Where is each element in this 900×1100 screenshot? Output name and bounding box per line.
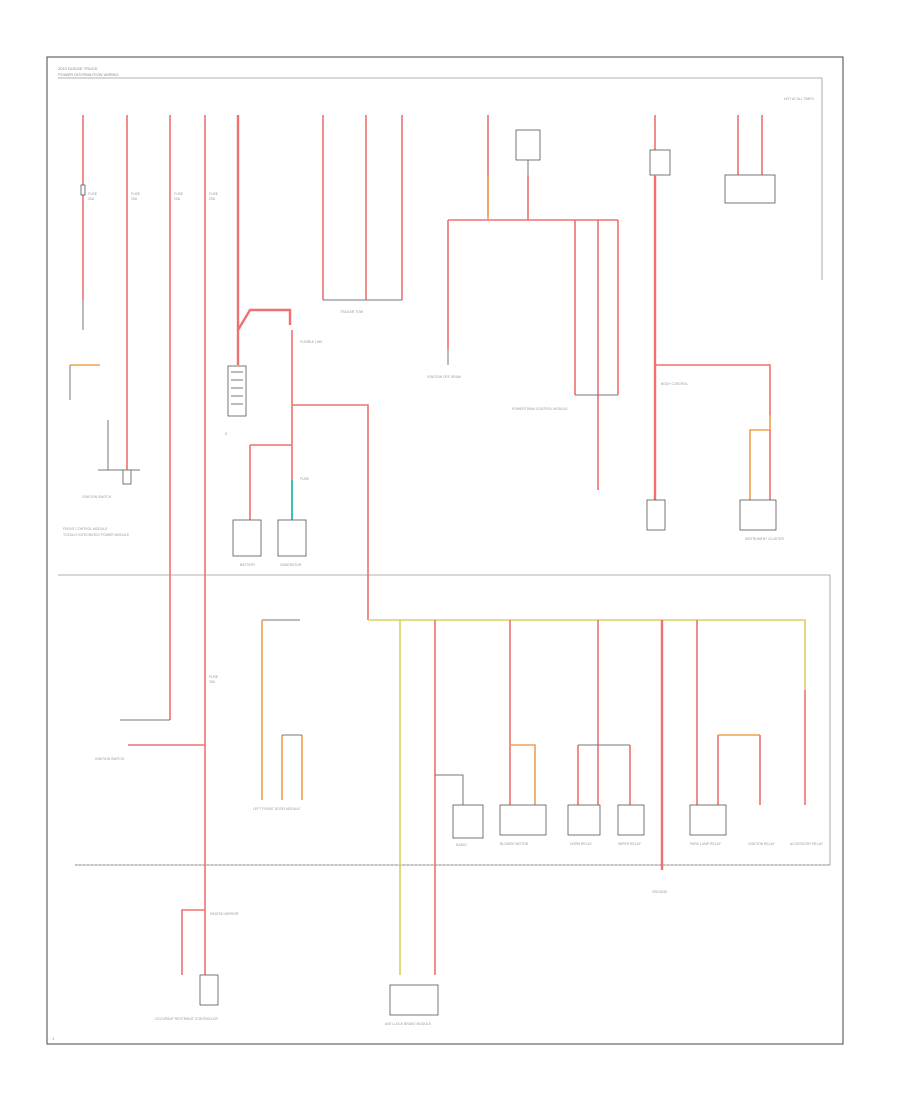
main-bus bbox=[368, 619, 806, 690]
svg-text:ANTI-LOCK BRAKE MODULE: ANTI-LOCK BRAKE MODULE bbox=[385, 1022, 432, 1026]
hot-label: HOT AT ALL TIMES bbox=[784, 97, 815, 101]
diagram-frame bbox=[46, 56, 844, 1045]
wire-col-5-starter-feed bbox=[227, 115, 292, 417]
right-relay-group: PARK LAMP RELAY IGNITION RELAY ACCESSORY… bbox=[689, 620, 824, 846]
svg-text:RADIO: RADIO bbox=[456, 843, 467, 847]
svg-text:TRAILER TOW: TRAILER TOW bbox=[340, 310, 364, 314]
diagram-code: 1 bbox=[52, 1036, 55, 1041]
svg-text:HORN RELAY: HORN RELAY bbox=[570, 842, 593, 846]
occupant-restraint-group: OCCUPANT RESTRAINT CONTROLLER HEATED MIR… bbox=[155, 909, 239, 1021]
svg-text:FUSE: FUSE bbox=[300, 477, 310, 481]
svg-text:FUSE: FUSE bbox=[88, 192, 98, 196]
svg-text:FUSE: FUSE bbox=[209, 192, 219, 196]
wire-col-1: FUSE 20A bbox=[80, 115, 98, 330]
wire-col-3: FUSE 20A bbox=[169, 115, 184, 720]
occupant-restraint-box bbox=[199, 974, 219, 1006]
starter-relay-box bbox=[227, 365, 247, 417]
svg-text:IGNITION RELAY: IGNITION RELAY bbox=[748, 842, 776, 846]
svg-text:20A: 20A bbox=[209, 680, 216, 684]
svg-text:FUSE: FUSE bbox=[131, 192, 141, 196]
header-line-2: POWER DISTRIBUTION WIRING bbox=[58, 72, 118, 77]
svg-text:IGNITION SWITCH: IGNITION SWITCH bbox=[95, 757, 125, 761]
hvac-group: BLOWER MOTOR bbox=[499, 620, 547, 846]
relay-group: HORN RELAY WIPER RELAY bbox=[567, 620, 645, 846]
svg-text:FUSIBLE LINK: FUSIBLE LINK bbox=[300, 340, 323, 344]
svg-text:HEATED MIRROR: HEATED MIRROR bbox=[210, 912, 239, 916]
svg-text:INSTRUMENT CLUSTER: INSTRUMENT CLUSTER bbox=[745, 537, 784, 541]
svg-text:POWERTRAIN CONTROL MODULE: POWERTRAIN CONTROL MODULE bbox=[512, 407, 568, 411]
svg-text:IGNITION SWITCH: IGNITION SWITCH bbox=[82, 495, 112, 499]
svg-text:BODY CONTROL: BODY CONTROL bbox=[661, 382, 688, 386]
pcm-group: IGNITION OFF DRAW POWERTRAIN CONTROL MOD… bbox=[427, 115, 619, 490]
svg-text:LEFT FRONT DOOR MODULE: LEFT FRONT DOOR MODULE bbox=[253, 807, 301, 811]
wire-col-2: FUSE 20A bbox=[122, 115, 141, 485]
svg-text:IGNITION OFF DRAW: IGNITION OFF DRAW bbox=[427, 375, 462, 379]
svg-text:WIPER RELAY: WIPER RELAY bbox=[618, 842, 642, 846]
hot-at-all-times-bracket bbox=[58, 77, 823, 280]
battery-label: BATTERY bbox=[240, 563, 256, 567]
ignition-feed-left: IGNITION SWITCH FRONT CONTROL MODULE TOT… bbox=[63, 364, 140, 537]
svg-text:TOTALLY INTEGRATED POWER MODUL: TOTALLY INTEGRATED POWER MODULE bbox=[63, 533, 130, 537]
svg-text:GROUND: GROUND bbox=[652, 890, 668, 894]
ignition-switch-bottom: IGNITION SWITCH bbox=[95, 719, 205, 761]
ground-wire: GROUND bbox=[652, 620, 668, 894]
radio-antilock: RADIO ANTI-LOCK BRAKE MODULE bbox=[385, 620, 484, 1026]
generator-box bbox=[277, 519, 307, 557]
svg-text:20A: 20A bbox=[88, 197, 95, 201]
svg-text:BLOWER MOTOR: BLOWER MOTOR bbox=[500, 842, 529, 846]
header-line-1: 2010 DODGE TRUCK bbox=[58, 66, 98, 71]
svg-text:PARK LAMP RELAY: PARK LAMP RELAY bbox=[690, 842, 722, 846]
fusible-link-block: FUSIBLE LINK FUSE BATTERY GENERATOR S bbox=[225, 330, 369, 620]
fcm-fuse-set: LEFT FRONT DOOR MODULE bbox=[253, 619, 303, 811]
svg-text:OCCUPANT RESTRAINT CONTROLLER: OCCUPANT RESTRAINT CONTROLLER bbox=[155, 1017, 218, 1021]
svg-text:20A: 20A bbox=[209, 197, 216, 201]
generator-label: GENERATOR bbox=[280, 563, 302, 567]
svg-text:S: S bbox=[225, 432, 228, 436]
antilock-module-box bbox=[389, 984, 439, 1016]
wire-col-4: FUSE 20A FUSE 20A bbox=[204, 115, 219, 980]
radio-box bbox=[452, 804, 484, 839]
battery-box bbox=[232, 519, 262, 557]
svg-text:ACCESSORY RELAY: ACCESSORY RELAY bbox=[790, 842, 824, 846]
trailer-tow-group: TRAILER TOW bbox=[322, 115, 403, 314]
svg-text:FUSE: FUSE bbox=[174, 192, 184, 196]
svg-text:20A: 20A bbox=[174, 197, 181, 201]
svg-text:FRONT CONTROL MODULE: FRONT CONTROL MODULE bbox=[63, 527, 108, 531]
cluster-box bbox=[739, 499, 777, 531]
body-control-group: BODY CONTROL INSTRUMENT CLUSTER bbox=[646, 115, 784, 541]
svg-text:20A: 20A bbox=[131, 197, 138, 201]
svg-text:FUSE: FUSE bbox=[209, 675, 219, 679]
